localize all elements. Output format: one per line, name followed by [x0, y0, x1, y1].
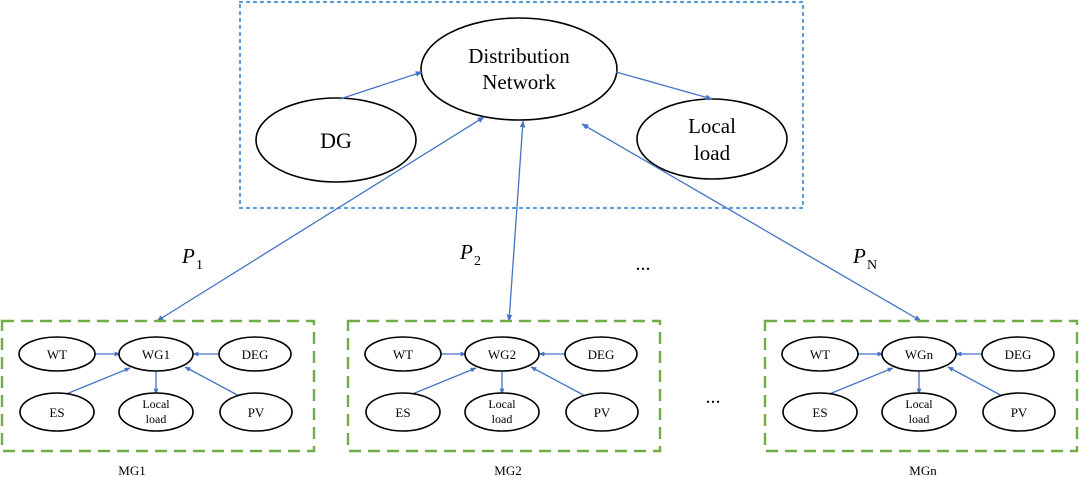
mgn-pv-node: PV [982, 392, 1056, 432]
mgn-local-load-node: Local load [881, 392, 957, 432]
mg1-caption: MG1 [118, 463, 145, 477]
power-flow-pn-label: P N [852, 244, 877, 273]
mg1-edge-pv-wg [184, 366, 244, 399]
mg1-es-label: ES [49, 405, 64, 420]
mg2-caption: MG2 [494, 463, 521, 477]
mg1-es-node: ES [19, 392, 95, 432]
distribution-network-label-line1: Distribution [468, 44, 570, 68]
mgn-local-load-line2: load [909, 412, 930, 426]
mgn-boundary [763, 319, 1079, 453]
mgn-wt-node: WT [781, 336, 859, 372]
mg2-wt-label: WT [393, 347, 413, 362]
dg-label: DG [320, 128, 352, 153]
power-flow-p1-label: P 1 [181, 244, 203, 273]
edge-network-to-local-load [615, 71, 713, 100]
local-load-label-line2: load [694, 141, 731, 165]
mg2-deg-label: DEG [588, 347, 615, 362]
microgrid-mg1: WT WG1 DEG ES Local load PV MG1 [0, 319, 316, 477]
microgrid-mgn: WT WGn DEG ES Local load PV MGn [763, 319, 1079, 477]
mg2-edge-pv-wg [530, 366, 590, 399]
mgn-deg-node: DEG [981, 336, 1055, 372]
mg2-local-load-line1: Local [488, 397, 516, 411]
mgn-wg-label: WGn [905, 347, 934, 362]
mg2-edge-wg-es [404, 367, 477, 398]
p1-symbol: P [181, 244, 195, 268]
mgn-edge-pv-wg [947, 366, 1007, 399]
mgn-wt-label: WT [810, 347, 830, 362]
mg2-es-node: ES [365, 392, 441, 432]
mg2-local-load-line2: load [492, 412, 513, 426]
mg2-boundary [346, 319, 662, 453]
mgn-deg-label: DEG [1005, 347, 1032, 362]
ellipsis-middle: ... [706, 386, 721, 408]
mg2-local-load-node: Local load [464, 392, 540, 432]
edge-mg2-network [506, 120, 526, 322]
mgn-wg-node: WGn [881, 336, 957, 372]
mg2-es-label: ES [395, 405, 410, 420]
mg2-wg-label: WG2 [488, 347, 516, 362]
mg1-pv-node: PV [219, 392, 293, 432]
ellipsis-top: ... [636, 253, 651, 275]
mgn-edge-wg-es [821, 367, 894, 398]
mg2-wg-node: WG2 [464, 336, 540, 372]
mg1-local-load-node: Local load [118, 392, 194, 432]
distribution-network-node: Distribution Network [420, 17, 618, 121]
mgn-caption: MGn [909, 463, 937, 477]
mg1-edge-wg-es [58, 367, 131, 398]
mg1-pv-label: PV [248, 405, 265, 420]
mg1-wg-node: WG1 [118, 336, 194, 372]
mg1-wt-node: WT [18, 336, 96, 372]
mg2-pv-node: PV [565, 392, 639, 432]
mgn-es-label: ES [812, 405, 827, 420]
edge-mg1-network [156, 116, 485, 322]
mg1-boundary [0, 319, 316, 453]
edge-dg-to-network [339, 71, 423, 100]
mg2-pv-label: PV [594, 405, 611, 420]
mg1-deg-label: DEG [242, 347, 269, 362]
p1-subscript: 1 [196, 258, 203, 273]
dg-node: DG [255, 97, 417, 183]
mg2-deg-node: DEG [564, 336, 638, 372]
mg1-wg-label: WG1 [142, 347, 170, 362]
mg1-local-load-line2: load [146, 412, 167, 426]
mg1-deg-node: DEG [218, 336, 292, 372]
p2-symbol: P [459, 240, 473, 264]
mg1-wt-label: WT [47, 347, 67, 362]
mgn-es-node: ES [782, 392, 858, 432]
distribution-network-label-line2: Network [482, 70, 556, 94]
power-flow-p2-label: P 2 [459, 240, 481, 269]
mgn-local-load-line1: Local [905, 397, 933, 411]
p2-subscript: 2 [474, 254, 481, 269]
local-load-label-line1: Local [688, 114, 736, 138]
edge-mgn-network [581, 123, 922, 322]
microgrid-mg2: WT WG2 DEG ES Local load PV MG2 [346, 319, 662, 477]
pn-symbol: P [852, 244, 866, 268]
mg2-wt-node: WT [364, 336, 442, 372]
mg1-local-load-line1: Local [142, 397, 170, 411]
pn-subscript: N [867, 258, 877, 273]
local-load-node: Local load [636, 98, 788, 180]
mgn-pv-label: PV [1011, 405, 1028, 420]
